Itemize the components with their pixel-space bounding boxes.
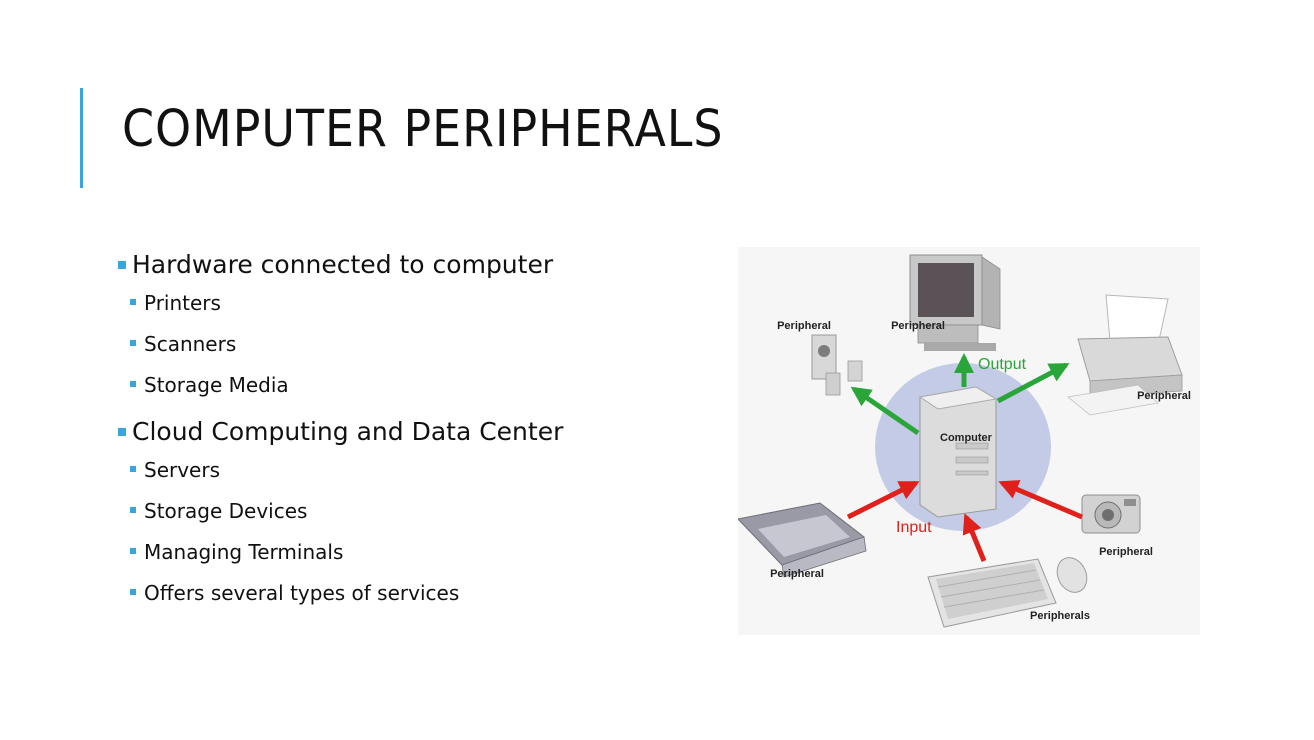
monitor-label: Peripheral	[891, 320, 945, 332]
sub-bullet-servers: Servers	[130, 460, 708, 480]
title-accent-bar	[80, 88, 83, 188]
speakers-icon	[811, 334, 863, 396]
speakers-label: Peripheral	[777, 320, 831, 332]
computer-label: Computer	[940, 432, 993, 444]
mouse-icon	[1056, 557, 1088, 593]
input-arrows	[846, 480, 1083, 562]
sub-bullet-printers: Printers	[130, 293, 708, 313]
output-arrows	[850, 353, 1070, 436]
input-label: Input	[896, 519, 932, 536]
bullet-cloud: Cloud Computing and Data Center	[118, 419, 708, 444]
printer-icon	[1067, 294, 1183, 416]
peripherals-diagram: Computer Peripheral Peripheral	[738, 247, 1200, 635]
computer-tower-icon	[918, 386, 998, 518]
output-label: Output	[978, 356, 1027, 373]
keyboard-icon	[927, 558, 1057, 628]
monitor-icon	[909, 254, 1001, 351]
scanner-icon	[738, 502, 867, 578]
camera-label: Peripheral	[1099, 546, 1153, 558]
scanner-label: Peripheral	[770, 568, 824, 580]
camera-icon	[1081, 494, 1141, 534]
bullet-hardware: Hardware connected to computer	[118, 252, 708, 277]
keyboard-label: Peripherals	[1030, 610, 1090, 622]
sub-bullet-storage-devices: Storage Devices	[130, 501, 708, 521]
slide-title: COMPUTER PERIPHERALS	[122, 100, 724, 159]
sub-bullet-scanners: Scanners	[130, 334, 708, 354]
sub-bullet-storage-media: Storage Media	[130, 375, 708, 395]
sub-bullet-managing-terminals: Managing Terminals	[130, 542, 708, 562]
sub-bullet-services: Offers several types of services	[130, 583, 708, 603]
printer-label: Peripheral	[1137, 390, 1191, 402]
bullet-list: Hardware connected to computer Printers …	[118, 252, 708, 624]
